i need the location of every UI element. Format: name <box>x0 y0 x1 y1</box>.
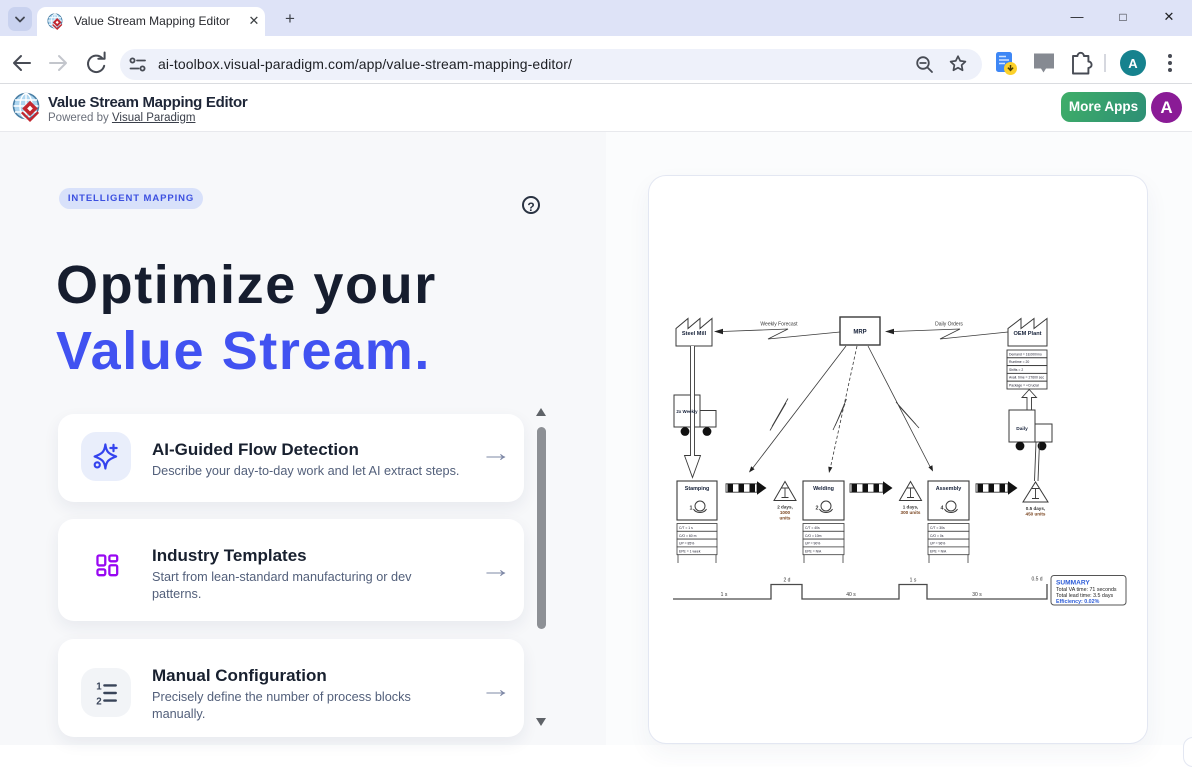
svg-text:C/O = 0s: C/O = 0s <box>930 534 944 538</box>
svg-text:Shifts = 2: Shifts = 2 <box>1009 368 1023 372</box>
svg-text:300 units: 300 units <box>901 510 921 515</box>
svg-text:Daily Orders: Daily Orders <box>935 322 963 328</box>
svg-text:2 days,: 2 days, <box>777 505 793 510</box>
svg-text:Weekly Forecast: Weekly Forecast <box>760 322 798 328</box>
svg-text:C/T = 30s: C/T = 30s <box>930 526 945 530</box>
svg-text:Runtime = 20: Runtime = 20 <box>1009 360 1029 364</box>
svg-text:40 s: 40 s <box>846 592 856 598</box>
svg-text:0.5 days,: 0.5 days, <box>1026 506 1045 511</box>
svg-text:UP = 96%: UP = 96% <box>930 542 945 546</box>
svg-text:1 days,: 1 days, <box>903 505 919 510</box>
svg-text:1 s: 1 s <box>721 592 728 598</box>
svg-text:Demand = 18,000/mo: Demand = 18,000/mo <box>1009 352 1042 356</box>
svg-text:SUMMARY: SUMMARY <box>1056 580 1090 587</box>
svg-text:Stamping: Stamping <box>685 486 710 492</box>
svg-text:Avail. time = 27600 sec: Avail. time = 27600 sec <box>1009 376 1044 380</box>
svg-text:Total lead time: 3.5 days: Total lead time: 3.5 days <box>1056 593 1113 599</box>
svg-text:EPE = N/A: EPE = N/A <box>930 549 947 553</box>
svg-text:1: 1 <box>690 506 693 512</box>
svg-text:1: 1 <box>96 681 102 692</box>
svg-text:30 s: 30 s <box>972 592 982 598</box>
svg-text:EPE = N/A: EPE = N/A <box>805 549 822 553</box>
svg-text:C/T = 1 s: C/T = 1 s <box>679 526 693 530</box>
svg-text:Total VA time: 71 seconds: Total VA time: 71 seconds <box>1056 587 1117 593</box>
svg-text:UP = 85%: UP = 85% <box>679 542 694 546</box>
svg-text:450 units: 450 units <box>1026 512 1046 517</box>
svg-text:C/T = 40s: C/T = 40s <box>805 526 820 530</box>
svg-text:A: A <box>1128 56 1138 71</box>
svg-text:Welding: Welding <box>813 486 834 492</box>
svg-text:2 d: 2 d <box>784 578 791 584</box>
svg-text:0.5 d: 0.5 d <box>1031 577 1042 583</box>
svg-text:Package = +Crucial: Package = +Crucial <box>1009 384 1039 388</box>
svg-text:units: units <box>780 516 791 521</box>
svg-text:2: 2 <box>96 696 102 706</box>
svg-text:1 s: 1 s <box>910 578 917 584</box>
svg-text:UP = 90%: UP = 90% <box>805 542 820 546</box>
svg-text:Daily: Daily <box>1016 426 1028 432</box>
svg-text:1000: 1000 <box>780 510 791 515</box>
svg-text:OEM Plant: OEM Plant <box>1014 331 1042 337</box>
svg-text:2x Weekly: 2x Weekly <box>676 409 698 414</box>
svg-text:Steel Mill: Steel Mill <box>682 331 707 337</box>
svg-text:Efficiency: 0.02%: Efficiency: 0.02% <box>1056 599 1100 605</box>
svg-text:MRP: MRP <box>853 330 866 336</box>
svg-text:4: 4 <box>941 506 944 512</box>
svg-text:EPE = 1 week: EPE = 1 week <box>679 549 701 553</box>
svg-text:2: 2 <box>816 506 819 512</box>
svg-text:C/O = 10m: C/O = 10m <box>805 534 822 538</box>
svg-text:C/O = 60 m: C/O = 60 m <box>679 534 697 538</box>
svg-text:Assembly: Assembly <box>936 486 961 492</box>
